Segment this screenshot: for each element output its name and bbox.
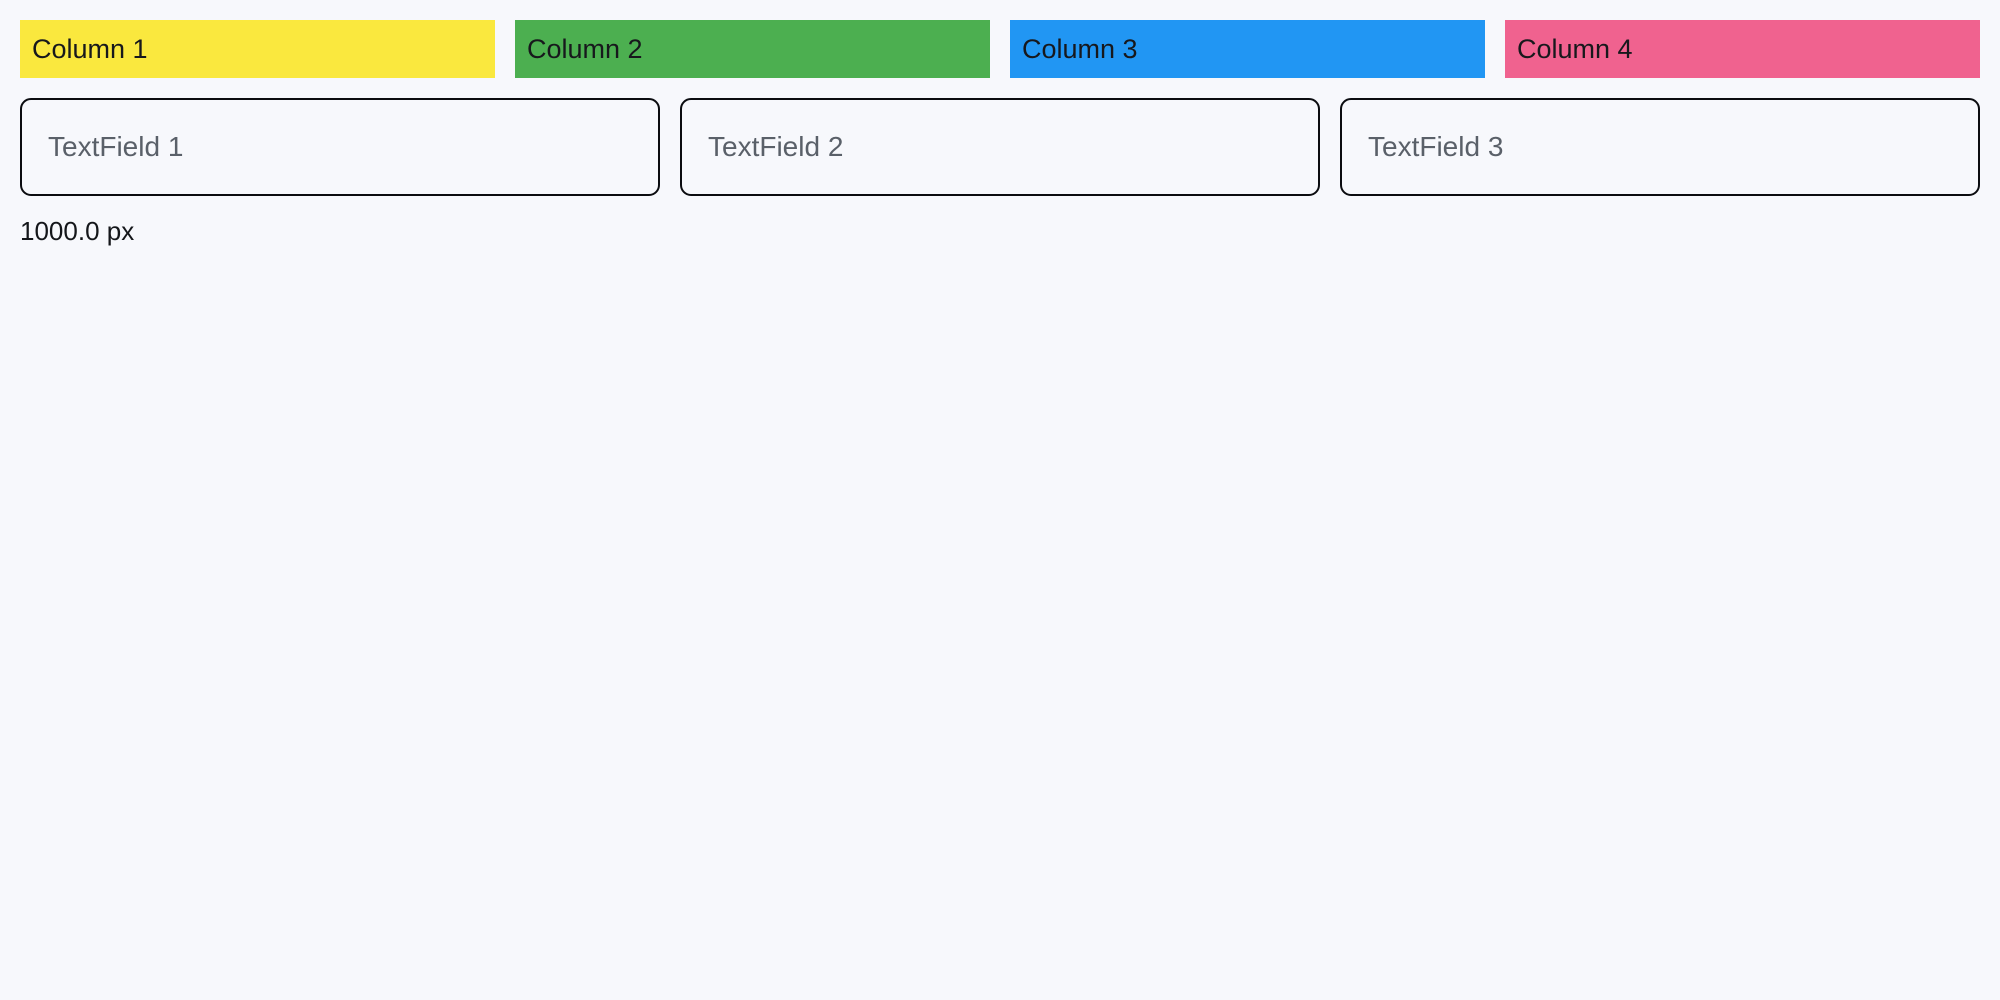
- textfield-3-placeholder: TextField 3: [1368, 133, 1504, 161]
- textfield-3[interactable]: TextField 3: [1340, 98, 1980, 196]
- textfield-row: TextField 1 TextField 2 TextField 3: [20, 98, 1980, 196]
- column-label-1: Column 1: [32, 35, 148, 63]
- status-row: 1000.0 px: [20, 214, 1980, 248]
- column-cell-4[interactable]: Column 4: [1505, 20, 1980, 78]
- textfield-2[interactable]: TextField 2: [680, 98, 1320, 196]
- width-measurement-label: 1000.0 px: [20, 216, 135, 246]
- column-label-3: Column 3: [1022, 35, 1138, 63]
- column-cell-2[interactable]: Column 2: [515, 20, 990, 78]
- textfield-1-placeholder: TextField 1: [48, 133, 184, 161]
- column-cell-1[interactable]: Column 1: [20, 20, 495, 78]
- textfield-1[interactable]: TextField 1: [20, 98, 660, 196]
- column-label-2: Column 2: [527, 35, 643, 63]
- column-label-4: Column 4: [1517, 35, 1633, 63]
- textfield-2-placeholder: TextField 2: [708, 133, 844, 161]
- column-row: Column 1 Column 2 Column 3 Column 4: [20, 20, 1980, 78]
- canvas-empty-area: [20, 248, 1980, 980]
- column-cell-3[interactable]: Column 3: [1010, 20, 1485, 78]
